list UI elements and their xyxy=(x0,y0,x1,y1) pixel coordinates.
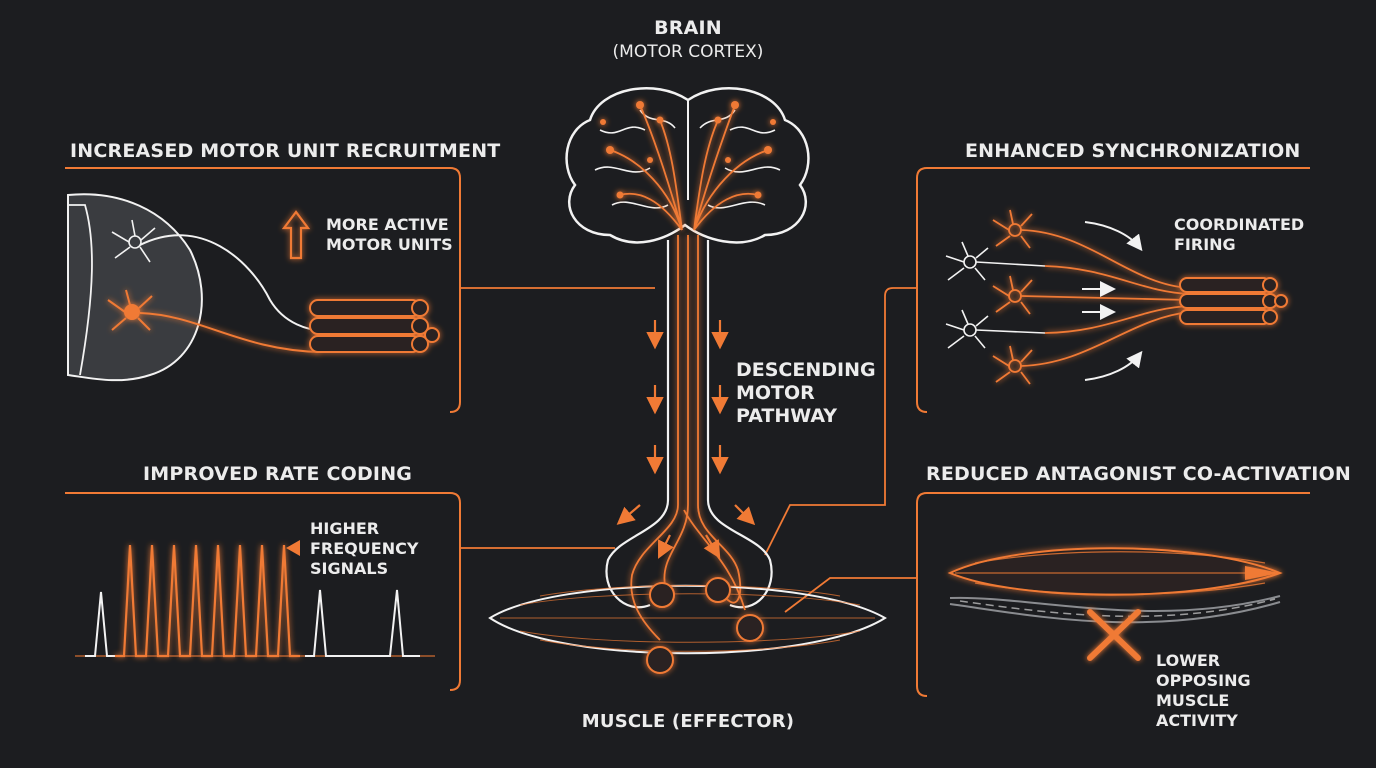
antagonist-note: LOWER OPPOSING MUSCLE ACTIVITY xyxy=(1156,651,1251,730)
antagonist-illustration xyxy=(947,547,1283,661)
synchronization-note: COORDINATED FIRING xyxy=(1174,215,1305,254)
rate-coding-note: HIGHER FREQUENCY SIGNALS xyxy=(310,519,419,578)
brain-illustration xyxy=(565,87,810,244)
frame-recruitment xyxy=(65,167,461,413)
recruitment-title: INCREASED MOTOR UNIT RECRUITMENT xyxy=(70,140,501,162)
frame-antagonist xyxy=(916,492,1310,697)
antagonist-title: REDUCED ANTAGONIST CO-ACTIVATION xyxy=(926,463,1352,485)
up-arrow-icon xyxy=(281,210,311,260)
left-pointer-icon xyxy=(286,540,300,556)
pathway-arrow xyxy=(734,504,756,526)
rate-coding-illustration xyxy=(75,540,435,658)
single-spike xyxy=(305,589,420,657)
x-mark-icon xyxy=(1087,609,1141,661)
brain-subtitle: (MOTOR CORTEX) xyxy=(612,42,764,62)
frame-synchronization xyxy=(916,167,1310,413)
pathway-arrow xyxy=(658,534,674,559)
motor-endplate xyxy=(649,582,675,608)
connector-antagonist xyxy=(784,577,917,613)
high-frequency-spike-train xyxy=(115,544,300,658)
connector-lines xyxy=(460,287,917,613)
synchronization-title: ENHANCED SYNCHRONIZATION xyxy=(965,140,1301,162)
spinal-cord-section xyxy=(67,193,203,382)
synchronization-illustration xyxy=(945,209,1288,385)
panel-frames xyxy=(65,167,1310,697)
pathway-label: DESCENDING MOTOR PATHWAY xyxy=(736,359,876,427)
motor-endplate xyxy=(705,577,731,603)
pathway-arrow xyxy=(616,504,641,525)
antagonist-muscle xyxy=(949,595,1281,624)
muscle-fiber-bundle xyxy=(1179,277,1288,325)
motor-endplate xyxy=(736,614,764,642)
muscle-illustration xyxy=(488,577,887,674)
recruitment-note: MORE ACTIVE MOTOR UNITS xyxy=(326,215,453,254)
muscle-label: MUSCLE (EFFECTOR) xyxy=(581,711,795,732)
recruitment-illustration xyxy=(67,193,440,382)
motor-endplate xyxy=(646,646,674,674)
neuron-inactive xyxy=(111,219,156,263)
pathway-arrow xyxy=(703,534,721,559)
descending-pathway xyxy=(605,235,773,641)
frame-rate-coding xyxy=(65,492,461,691)
single-spike xyxy=(85,591,115,657)
neuron-active xyxy=(107,289,321,353)
brain-title: BRAIN xyxy=(654,17,722,39)
muscle-fiber-bundle xyxy=(309,299,440,353)
rate-coding-title: IMPROVED RATE CODING xyxy=(143,463,413,485)
connector-sync xyxy=(764,287,917,556)
